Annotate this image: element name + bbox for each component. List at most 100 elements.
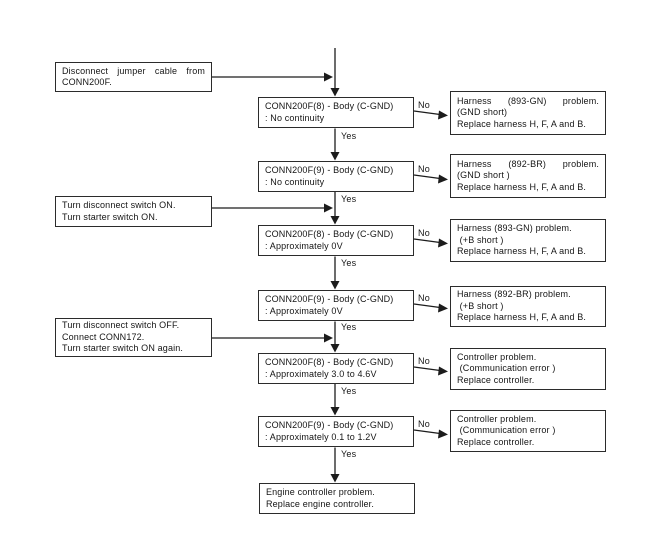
arrowhead-right-icon <box>438 429 448 439</box>
connector-line <box>413 110 441 116</box>
instruction-box-turn-switches-on: Turn disconnect switch ON. Turn starter … <box>55 196 212 227</box>
arrow-instruction3-to-spine <box>212 333 333 343</box>
text-line: (+B short ) <box>457 234 504 245</box>
text-line: Harness (892-BR) problem. <box>457 289 571 300</box>
yes-label: Yes <box>341 131 357 141</box>
arrow-decision2-no-to-result2 <box>413 174 448 184</box>
arrowhead-right-icon <box>324 72 333 82</box>
result-box-harness-893gn-gnd-short: Harness (893-GN) problem. (GND short) Re… <box>450 91 606 135</box>
arrow-decision2-yes-to-decision3 <box>330 192 340 225</box>
text-line: : No continuity <box>265 176 325 187</box>
text-line: Engine controller problem. <box>266 487 375 497</box>
text-line: : Approximately 3.0 to 4.6V <box>265 368 377 379</box>
connector-line <box>413 366 441 372</box>
result-box-harness-892br-b-short: Harness (892-BR) problem. (+B short ) Re… <box>450 286 606 327</box>
decision-box-conn200f8-approx-3-to-4-6v: CONN200F(8) - Body (C-GND) : Approximate… <box>258 353 414 384</box>
arrowhead-down-icon <box>330 216 340 225</box>
text-line: CONN200F(8) - Body (C-GND) <box>265 101 394 111</box>
arrow-decision4-yes-to-decision5 <box>330 321 340 353</box>
arrow-start-into-decision1 <box>330 48 340 97</box>
arrowhead-right-icon <box>438 174 448 184</box>
arrowhead-down-icon <box>330 281 340 290</box>
text-line: CONN200F(8) - Body (C-GND) <box>265 229 394 239</box>
arrowhead-right-icon <box>324 203 333 213</box>
arrow-decision6-no-to-result6 <box>413 429 448 439</box>
decision-box-conn200f9-approx-0-1-to-1-2v: CONN200F(9) - Body (C-GND) : Approximate… <box>258 416 414 447</box>
text-line: CONN200F(9) - Body (C-GND) <box>265 420 394 430</box>
text-line: (GND short ) <box>457 170 510 181</box>
text-line: Controller problem. <box>457 351 537 362</box>
result-box-controller-communication-error-1: Controller problem. (Communication error… <box>450 348 606 390</box>
connector-line <box>413 238 441 244</box>
text-line: Connect CONN172. <box>62 331 145 342</box>
text-line: : Approximately 0V <box>265 305 343 316</box>
text-line: Turn starter switch ON. <box>62 211 158 222</box>
arrowhead-right-icon <box>438 110 448 120</box>
text-line: Replace harness H, F, A and B. <box>457 181 587 192</box>
text-line: : No continuity <box>265 112 325 123</box>
text-line: CONN200F(9) - Body (C-GND) <box>265 294 394 304</box>
no-label: No <box>418 293 430 303</box>
text-line: Turn disconnect switch OFF. <box>62 320 180 331</box>
text-line: Replace controller. <box>457 374 535 385</box>
connector-line <box>413 303 441 309</box>
text-line: CONN200F(8) - Body (C-GND) <box>265 357 394 367</box>
arrow-decision3-yes-to-decision4 <box>330 256 340 290</box>
arrowhead-down-icon <box>330 152 340 161</box>
text-line: Turn disconnect switch ON. <box>62 200 176 210</box>
text-line: Replace harness H, F, A and B. <box>457 118 587 129</box>
result-box-controller-communication-error-2: Controller problem. (Communication error… <box>450 410 606 452</box>
decision-box-conn200f8-approx-0v: CONN200F(8) - Body (C-GND) : Approximate… <box>258 225 414 256</box>
text-line: Harness (892-BR) problem. <box>457 158 599 169</box>
text-line: Turn starter switch ON again. <box>62 343 184 354</box>
arrowhead-right-icon <box>324 333 333 343</box>
arrow-decision1-no-to-result1 <box>413 110 448 120</box>
arrowhead-down-icon <box>330 474 340 483</box>
arrowhead-right-icon <box>438 238 448 248</box>
yes-label: Yes <box>341 449 357 459</box>
text-line: Replace harness H, F, A and B. <box>457 312 587 323</box>
text-line: (Communication error ) <box>457 363 556 374</box>
text-line: Disconnect jumper cable from <box>62 65 205 76</box>
text-line: (Communication error ) <box>457 425 556 436</box>
decision-box-conn200f9-no-continuity: CONN200F(9) - Body (C-GND) : No continui… <box>258 161 414 192</box>
connector-line <box>413 429 441 435</box>
text-line: Replace harness H, F, A and B. <box>457 246 587 257</box>
arrow-decision6-yes-to-final <box>330 447 340 483</box>
yes-label: Yes <box>341 386 357 396</box>
arrow-decision1-yes-to-decision2 <box>330 128 340 161</box>
arrow-decision3-no-to-result3 <box>413 238 448 248</box>
no-label: No <box>418 100 430 110</box>
arrowhead-down-icon <box>330 407 340 416</box>
result-box-harness-892br-gnd-short: Harness (892-BR) problem. (GND short ) R… <box>450 154 606 198</box>
arrow-decision5-yes-to-decision6 <box>330 384 340 416</box>
text-line: CONN200F(9) - Body (C-GND) <box>265 165 394 175</box>
text-line: CONN200F. <box>62 77 112 87</box>
yes-label: Yes <box>341 322 357 332</box>
arrow-decision4-no-to-result4 <box>413 303 448 313</box>
text-line: : Approximately 0.1 to 1.2V <box>265 431 377 442</box>
no-label: No <box>418 419 430 429</box>
arrowhead-right-icon <box>438 303 448 313</box>
no-label: No <box>418 164 430 174</box>
text-line: (GND short) <box>457 107 508 118</box>
terminal-box-engine-controller-problem: Engine controller problem. Replace engin… <box>259 483 415 514</box>
decision-box-conn200f8-no-continuity: CONN200F(8) - Body (C-GND) : No continui… <box>258 97 414 128</box>
result-box-harness-893gn-b-short: Harness (893-GN) problem. (+B short ) Re… <box>450 219 606 262</box>
text-line: Harness (893-GN) problem. <box>457 223 572 234</box>
yes-label: Yes <box>341 194 357 204</box>
text-line: (+B short ) <box>457 300 504 311</box>
arrowhead-down-icon <box>330 344 340 353</box>
arrowhead-right-icon <box>438 366 448 376</box>
decision-box-conn200f9-approx-0v: CONN200F(9) - Body (C-GND) : Approximate… <box>258 290 414 321</box>
arrow-decision5-no-to-result5 <box>413 366 448 376</box>
text-line: Replace engine controller. <box>266 498 374 509</box>
text-line: : Approximately 0V <box>265 240 343 251</box>
connector-line <box>413 174 441 180</box>
no-label: No <box>418 356 430 366</box>
arrow-instruction2-to-spine <box>211 203 333 213</box>
text-line: Harness (893-GN) problem. <box>457 95 599 106</box>
yes-label: Yes <box>341 258 357 268</box>
